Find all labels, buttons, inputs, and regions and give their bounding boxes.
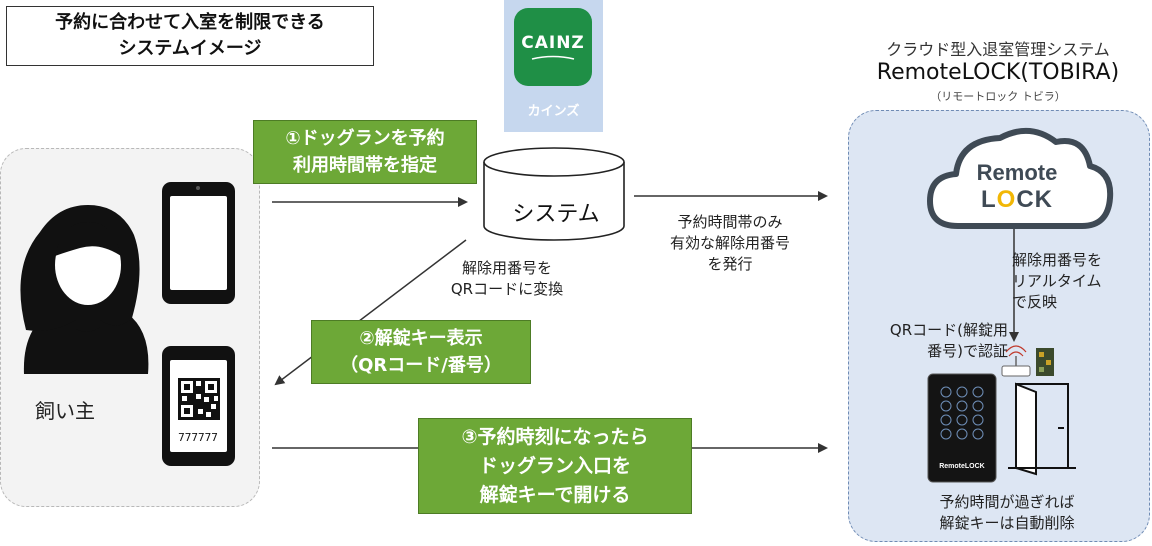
person-icon: [20, 205, 149, 374]
title-line-1: 予約に合わせて入室を制限できる: [55, 12, 325, 33]
note-auth-line-1: QRコード(解錠用: [889, 321, 1008, 339]
cainz-app-icon: CAINZ カインズ: [504, 0, 603, 132]
note-reflect-line-1: 解除用番号を: [1012, 251, 1103, 269]
device-brand-label: RemoteLOCK: [939, 463, 985, 470]
qr-code-number: 777777: [178, 431, 218, 444]
step1-line-1: ①ドッグランを予約: [285, 128, 445, 149]
cainz-kana-label: カインズ: [527, 104, 580, 119]
cloud-product-name: RemoteLOCK(TOBIRA): [876, 60, 1120, 85]
note-reflect-line-3: で反映: [1012, 293, 1058, 311]
note-issue-number: 予約時間帯のみ 有効な解除用番号 を発行: [640, 212, 820, 275]
note-issue-line-2: 有効な解除用番号: [669, 234, 790, 252]
step3-line-3: 解錠キーで開ける: [479, 483, 631, 506]
cainz-icon-tile: CAINZ: [514, 8, 592, 86]
cainz-swoosh-icon: [531, 55, 575, 60]
step2-line-2: （QRコード/番号）: [340, 355, 502, 376]
note-issue-line-3: を発行: [707, 255, 753, 273]
note-convert-line-1: 解除用番号を: [461, 259, 552, 277]
diagram-title-box: 予約に合わせて入室を制限できる システムイメージ: [6, 6, 374, 66]
note-reflect-line-2: リアルタイム: [1012, 272, 1102, 290]
smartphone-qr-icon: 777777: [162, 346, 235, 466]
step1-reserve-box: ①ドッグランを予約 利用時間帯を指定: [253, 120, 477, 184]
door-icon: [1008, 382, 1076, 476]
note-qr-auth: QRコード(解錠用 番号)で認証: [858, 320, 1008, 362]
arrow-system-to-phone: [274, 239, 467, 386]
owner-label: 飼い主: [35, 399, 95, 423]
router-icon: [1001, 345, 1031, 377]
note-realtime-reflect: 解除用番号を リアルタイム で反映: [1012, 250, 1142, 313]
cloud-system-title: クラウド型入退室管理システム: [886, 40, 1110, 59]
step2-line-1: ②解錠キー表示: [359, 328, 483, 349]
system-label: システム: [512, 202, 600, 227]
system-database-icon: [483, 147, 625, 241]
title-line-2: システムイメージ: [118, 38, 262, 59]
step1-line-2: 利用時間帯を指定: [293, 155, 437, 176]
note-convert-line-2: QRコードに変換: [450, 280, 564, 298]
note-issue-line-1: 予約時間帯のみ: [677, 213, 783, 231]
remotelock-cloud-icon: Remote LOCK: [927, 128, 1114, 229]
step3-unlock-box: ③予約時刻になったら ドッグラン入口を 解錠キーで開ける: [418, 418, 692, 514]
cloud-product-reading: （リモートロック トビラ）: [930, 90, 1066, 103]
controller-board-icon: [1036, 348, 1054, 376]
cainz-brand-text: CAINZ: [521, 33, 585, 53]
remotelock-logo-line2: LOCK: [981, 186, 1053, 213]
remotelock-logo-line1: Remote: [977, 160, 1058, 185]
note-auth-line-2: 番号)で認証: [927, 342, 1008, 360]
note-convert-to-qr: 解除用番号を QRコードに変換: [432, 258, 582, 300]
smartphone-icon: [162, 182, 235, 304]
keypad-lock-device-icon: RemoteLOCK: [927, 373, 997, 483]
note-delete-line-1: 予約時間が過ぎれば: [939, 493, 1075, 511]
note-delete-line-2: 解錠キーは自動削除: [939, 514, 1075, 532]
note-auto-delete: 予約時間が過ぎれば 解錠キーは自動削除: [892, 492, 1122, 534]
step3-line-1: ③予約時刻になったら: [461, 425, 649, 448]
step2-key-display-box: ②解錠キー表示 （QRコード/番号）: [311, 320, 531, 384]
step3-line-2: ドッグラン入口を: [478, 454, 631, 477]
qr-code-icon: [178, 378, 220, 420]
